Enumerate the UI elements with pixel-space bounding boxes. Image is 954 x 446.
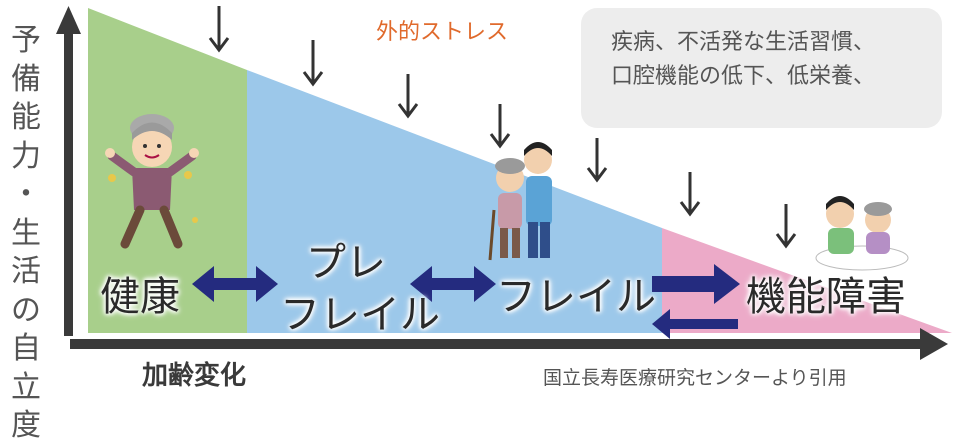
stress-arrow (679, 172, 701, 217)
stage-prefrail-label-line2: フレイル (280, 292, 440, 338)
y-axis-label-char: 力 (11, 138, 41, 174)
stress-arrow (302, 40, 324, 87)
y-axis-label-char: の (11, 292, 41, 328)
stage-healthy-label: 健康 (100, 274, 180, 320)
stress-arrow (397, 74, 419, 119)
healthy-elderly-woman-illustration (105, 114, 199, 249)
stress-causes-line: 疾病、不活発な生活習慣、 (611, 30, 876, 55)
source-citation: 国立長寿医療研究センターより引用 (543, 367, 847, 389)
y-axis-label-char: 生 (11, 215, 41, 251)
prefrail-frail-double-arrow (410, 266, 496, 302)
disability-care-illustration (815, 196, 909, 271)
prefrail-frail-region (247, 70, 662, 333)
stage-frail-label: フレイル (496, 274, 656, 320)
y-axis-label-char: 立 (11, 369, 41, 405)
healthy-prefrail-double-arrow (192, 266, 278, 302)
y-axis-label-char: 自 (11, 331, 41, 366)
frail-to-disability-arrow (652, 264, 740, 304)
disability-region (662, 228, 952, 333)
frailty-diagram (56, 6, 952, 360)
y-axis-label-char: 予 (11, 23, 41, 58)
y-axis-label-char: ・ (11, 177, 41, 212)
x-axis-label: 加齢変化 (142, 361, 247, 391)
y-axis-label-char: 能 (11, 100, 41, 135)
stress-causes-note: 疾病、不活発な生活習慣、 口腔機能の低下、低栄養、 (581, 8, 942, 128)
y-axis (56, 6, 81, 336)
stage-prefrail-label-line1: プレ (306, 240, 386, 286)
stage-disability-label: 機能障害 (746, 274, 906, 320)
disability-to-frail-arrow (652, 309, 738, 339)
stress-arrow (775, 204, 797, 249)
y-axis-label-char: 活 (11, 254, 41, 289)
frail-elderly-with-caregiver-illustration (488, 142, 552, 261)
x-axis (70, 328, 948, 360)
y-axis-label-char: 備 (11, 61, 41, 97)
stress-causes-line: 口腔機能の低下、低栄養、 (611, 64, 876, 89)
stress-arrows (208, 6, 797, 249)
external-stress-label: 外的ストレス (376, 20, 509, 45)
stress-arrow (489, 104, 511, 149)
y-axis-label: 予 備 能 力 ・ 生 活 の 自 立 度 (4, 22, 48, 446)
stress-arrow (208, 6, 230, 53)
y-axis-label-char: 度 (11, 408, 41, 443)
stress-arrow (586, 138, 608, 183)
